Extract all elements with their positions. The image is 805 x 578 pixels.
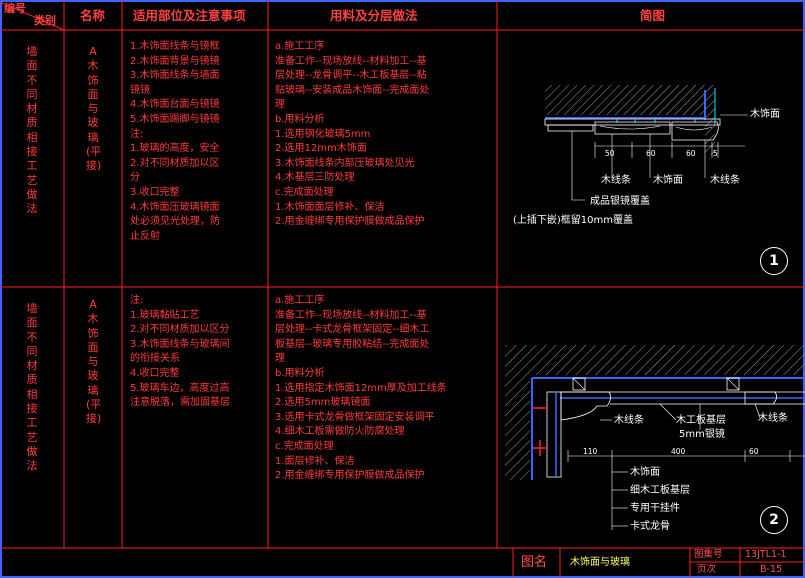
row2-category: 墙面不同材质相接工艺做法	[26, 302, 38, 473]
header-scope: 适用部位及注意事项	[133, 8, 246, 23]
sketch1-note-1: 成品银镜覆盖	[590, 196, 650, 207]
row1-material-line: 贴玻璃--安装成品木饰面--完成面处	[275, 84, 430, 96]
row1-material-line: 1.选用钢化玻璃5mm	[275, 128, 371, 140]
row1-scope-line: 镜镜	[130, 84, 150, 96]
row2-material-line: 2.选用5mm玻璃镜面	[275, 397, 371, 409]
row2-scope-line: 的衔接关系	[130, 353, 180, 365]
sketch1-label-wood-finish: 木饰面	[750, 109, 780, 120]
row1-scope-line: 3.木饰面线条与墙面	[130, 70, 220, 82]
row1-scope-line: 5.木饰面踢脚与镜镜	[130, 113, 220, 125]
row1-material-line: a.施工工序	[275, 41, 325, 52]
header-material: 用料及分层做法	[330, 8, 418, 23]
row1-category: 墙面不同材质相接工艺做法	[26, 45, 38, 216]
row2-material-line: 1.选用指定木饰面12mm厚及加工线条	[275, 382, 447, 394]
header-sketch: 简图	[640, 8, 666, 23]
sketch1-label-wood-finish-bottom: 木饰面	[653, 175, 683, 186]
sketch2-label-keel: 卡式龙骨	[630, 521, 670, 532]
sketch2-number: 2	[760, 506, 788, 534]
row1-material-line: 4.木基层三防处理	[275, 172, 355, 184]
wall-hatch-2-side	[505, 375, 530, 480]
row2-material-line: b.用料分析	[275, 367, 325, 379]
title-block-page: B-15	[760, 564, 783, 575]
row2-scope-line: 5.玻璃车边，高度过高	[130, 382, 230, 394]
sketch1-number: 1	[760, 247, 788, 275]
header-serial-label: 编号	[4, 2, 26, 15]
title-block-set-label: 图集号	[694, 549, 723, 560]
sketch2-label-fine-board: 细木工板基层	[630, 485, 690, 496]
row2-material-line: a.施工工序	[275, 295, 325, 306]
row1-material-line: 2.用金缠绑专用保护膜做成品保护	[275, 216, 425, 228]
title-block-name-label: 图名	[521, 555, 548, 570]
row1-name: A木饰面与玻璃(平接)	[86, 45, 102, 173]
title-block-page-label: 页次	[697, 564, 717, 575]
row2-material-line: 准备工作--现场放线--材料加工--基	[275, 309, 427, 321]
row2-scope-line: 4.收口完整	[130, 367, 180, 379]
row2-material-line: 3.选用卡式龙骨做框架固定安装调平	[275, 411, 435, 423]
row2-material-line: 1.面层修补、保洁	[275, 455, 355, 467]
sketch2-label-mirror: 5mm银镜	[679, 429, 725, 440]
row1-scope-line: 4.木饰面台面与镜镜	[130, 99, 220, 111]
sketch2-dim-1: 110	[583, 447, 598, 456]
row2-scope-line: 1.玻璃黏贴工艺	[130, 309, 200, 321]
sketch2-dim-3: 60	[749, 447, 759, 456]
title-block-set-no: 13JTL1-1	[745, 549, 787, 560]
row2-scope-line: 注意脱落，需加固基层	[130, 397, 230, 409]
row1-scope-line: 1.玻璃的高度，安全	[130, 143, 220, 155]
sketch2-label-wood-finish: 木饰面	[630, 467, 660, 478]
wall-hatch-1-side	[705, 85, 715, 155]
sketch1-note-2: (上插下嵌)框留10mm覆盖	[513, 215, 634, 226]
row1-material-line: 2.选用12mm木饰面	[275, 143, 367, 155]
row1-material-line: b.用料分析	[275, 113, 325, 125]
sketch1-dim-4: 5	[713, 149, 718, 158]
row1-scope-line: 分	[130, 172, 140, 184]
row2-scope-line: 注:	[130, 295, 144, 306]
row1-material-line: 层处理--龙骨调平--木工板基层--粘	[275, 70, 427, 82]
sketch1-dim-2: 60	[646, 149, 656, 158]
header-name: 名称	[80, 8, 106, 23]
row1-material-line: 准备工作--现场放线--材料加工--基	[275, 55, 427, 67]
row2-material-line: 4.细木工板需做防火防腐处理	[275, 426, 405, 438]
row2-scope-line: 2.对不同材质加以区分	[130, 324, 230, 336]
row2-scope-line: 3.木饰面线条与玻璃间	[130, 338, 230, 350]
header-category-label: 类别	[34, 14, 56, 27]
row2-scope: 注: 1.玻璃黏贴工艺 2.对不同材质加以区分 3.木饰面线条与玻璃间 的衔接关系 4.…	[130, 294, 230, 411]
row2-material-line: 板基层--玻璃专用胶粘结--完成面处	[275, 338, 430, 350]
row1-scope-line: 3.收口完整	[130, 186, 180, 198]
row1-scope: 1.木饰面线条与镜框 2.木饰面背景与镜镜 3.木饰面线条与墙面 镜镜 4.木饰面台面…	[130, 40, 220, 244]
row2-material: a.施工工序准备工作--现场放线--材料加工--基层处理--卡式龙骨框架固定--…	[275, 294, 447, 484]
row2-material-line: 层处理--卡式龙骨框架固定--细木工	[275, 324, 430, 336]
sketch1-dim-3: 60	[686, 149, 696, 158]
row1-material-line: 理	[275, 99, 285, 111]
row1-scope-line: 注:	[130, 128, 144, 140]
row2-name: A木饰面与玻璃(平接)	[86, 298, 102, 426]
row1-scope-line: 4.木饰面压玻璃镜面	[130, 201, 220, 213]
sketch2-label-wood-board-base: 木工板基层	[676, 415, 726, 426]
sketch2-label-hanger: 专用干挂件	[630, 503, 680, 514]
wall-hatch-2	[505, 345, 805, 375]
wall-hatch-1	[545, 85, 705, 115]
sketch2-dim-2: 400	[671, 447, 686, 456]
title-block-drawing-name: 木饰面与玻璃	[570, 557, 630, 568]
row1-material: a.施工工序准备工作--现场放线--材料加工--基层处理--龙骨调平--木工板基…	[275, 40, 429, 230]
row1-scope-line: 2.木饰面背景与镜镜	[130, 55, 220, 67]
row2-material-line: 2.用金缠绑专用保护膜做成品保护	[275, 470, 425, 482]
row1-scope-line: 1.木饰面线条与镜框	[130, 41, 220, 52]
sketch2-label-wood-strip: 木线条	[614, 415, 644, 426]
row2-material-line: 理	[275, 353, 285, 365]
row1-scope-line: 处必须见光处理，防	[130, 216, 220, 228]
row1-material-line: 3.木饰面线条内部压玻璃处见光	[275, 157, 415, 169]
row2-material-line: c.完成面处理	[275, 440, 334, 452]
sketch1-dim-1: 50	[605, 149, 615, 158]
sketch1-label-wood-strip-left: 木线条	[601, 175, 631, 186]
sketch2-label-wood-strip-right: 木线条	[758, 413, 788, 424]
row1-scope-line: 2.对不同材质加以区	[130, 157, 220, 169]
row1-material-line: c.完成面处理	[275, 186, 334, 198]
row1-material-line: 1.木饰面面层修补、保洁	[275, 201, 385, 213]
sketch1-label-wood-strip-right: 木线条	[710, 175, 740, 186]
row1-scope-line: 止反射	[130, 230, 160, 242]
